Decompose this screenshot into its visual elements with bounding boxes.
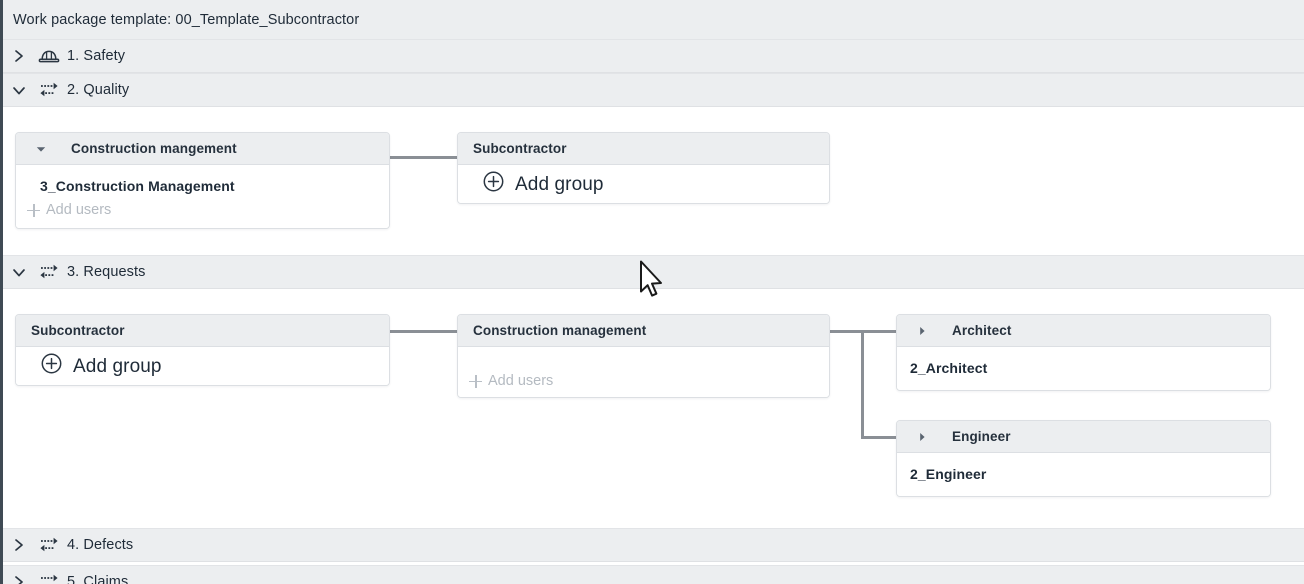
group-card-title: Construction management <box>473 323 647 338</box>
plus-icon <box>27 203 40 217</box>
group-card-body: 3_Construction Management Add users <box>16 165 389 228</box>
group-card-body: Add users <box>458 347 829 397</box>
group-card-subcontractor[interactable]: Subcontractor Add group <box>15 314 390 386</box>
caret-right-icon[interactable] <box>915 421 929 453</box>
sidebar-item-label: 3. Requests <box>67 264 146 280</box>
chevron-down-icon[interactable] <box>3 85 35 96</box>
page-title: Work package template: 00_Template_Subco… <box>13 11 360 28</box>
connector-quality-cm-to-sub <box>389 156 458 159</box>
caret-down-icon[interactable] <box>34 133 48 165</box>
add-group-label: Add group <box>73 355 162 377</box>
group-card-title: Engineer <box>952 429 1011 444</box>
hard-hat-icon <box>35 47 63 65</box>
caret-right-icon[interactable] <box>915 315 929 347</box>
circle-plus-icon <box>41 353 62 380</box>
group-card-body: Add group <box>458 165 829 203</box>
sidebar-item-safety[interactable]: 1. Safety <box>3 39 1304 73</box>
add-group-label: Add group <box>515 173 604 195</box>
chevron-right-icon[interactable] <box>3 538 35 552</box>
add-users-button[interactable]: Add users <box>458 373 553 389</box>
requests-content-zone: Subcontractor Add group Construction man… <box>3 290 1304 527</box>
group-card-body: Add group <box>16 347 389 385</box>
sidebar-item-defects[interactable]: 4. Defects <box>3 528 1304 562</box>
exchange-arrows-icon <box>35 81 63 99</box>
connector-requests-to-architect <box>861 330 897 333</box>
chevron-right-icon[interactable] <box>3 575 35 584</box>
group-card-subcontractor[interactable]: Subcontractor Add group <box>457 132 830 204</box>
add-group-button[interactable]: Add group <box>458 171 604 198</box>
sidebar-item-requests[interactable]: 3. Requests <box>3 255 1304 289</box>
chevron-down-icon[interactable] <box>3 267 35 278</box>
exchange-arrows-icon <box>35 263 63 281</box>
group-card-construction-management[interactable]: Construction management Add users <box>457 314 830 398</box>
connector-requests-sub-to-cm <box>389 330 458 333</box>
group-card-architect[interactable]: Architect 2_Architect <box>896 314 1271 391</box>
exchange-arrows-icon <box>35 573 63 584</box>
sidebar-item-label: 1. Safety <box>67 48 126 64</box>
add-users-label: Add users <box>46 202 112 218</box>
group-card-title: Construction mangement <box>71 141 237 156</box>
group-card-title: Subcontractor <box>31 323 125 338</box>
group-card-title: Subcontractor <box>473 141 567 156</box>
circle-plus-icon <box>483 171 504 198</box>
sidebar-item-label: 5. Claims <box>67 574 129 584</box>
group-card-body: 2_Architect <box>897 347 1270 390</box>
group-card-engineer[interactable]: Engineer 2_Engineer <box>896 420 1271 497</box>
group-card-header[interactable]: Engineer <box>897 421 1270 453</box>
group-user-item[interactable]: 2_Architect <box>910 360 988 376</box>
group-card-header[interactable]: Subcontractor <box>458 133 829 165</box>
quality-content-zone: Construction mangement 3_Construction Ma… <box>3 108 1304 255</box>
sidebar-item-label: 2. Quality <box>67 82 130 98</box>
group-user-item[interactable]: 3_Construction Management <box>40 178 235 194</box>
exchange-arrows-icon <box>35 536 63 554</box>
connector-requests-vertical-trunk <box>861 330 864 439</box>
group-card-header[interactable]: Construction management <box>458 315 829 347</box>
sidebar-item-label: 4. Defects <box>67 537 134 553</box>
group-card-construction-management[interactable]: Construction mangement 3_Construction Ma… <box>15 132 390 229</box>
add-users-label: Add users <box>488 373 554 389</box>
add-users-button[interactable]: Add users <box>16 202 389 218</box>
connector-requests-to-engineer <box>861 436 897 439</box>
chevron-right-icon[interactable] <box>3 49 35 63</box>
group-card-title: Architect <box>952 323 1012 338</box>
group-user-item[interactable]: 2_Engineer <box>910 466 987 482</box>
group-card-body: 2_Engineer <box>897 453 1270 496</box>
connector-requests-cm-stub <box>829 330 864 333</box>
plus-icon <box>469 374 482 388</box>
page-title-bar: Work package template: 00_Template_Subco… <box>3 0 1304 39</box>
sidebar-item-claims[interactable]: 5. Claims <box>3 565 1304 584</box>
add-group-button[interactable]: Add group <box>16 353 162 380</box>
sidebar-item-quality[interactable]: 2. Quality <box>3 73 1304 107</box>
group-card-header[interactable]: Architect <box>897 315 1270 347</box>
group-card-header[interactable]: Subcontractor <box>16 315 389 347</box>
group-card-header[interactable]: Construction mangement <box>16 133 389 165</box>
